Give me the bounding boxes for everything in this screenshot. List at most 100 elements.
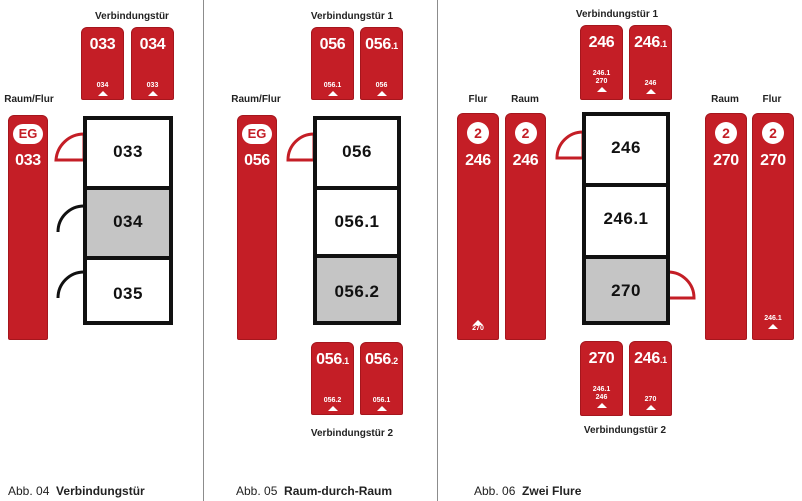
floor-badge: 2 bbox=[762, 122, 784, 144]
foot-text-2: 246 bbox=[595, 394, 608, 401]
arrow-up-icon bbox=[376, 91, 387, 96]
arrow-up-icon bbox=[473, 320, 483, 325]
caption-title: Zwei Flure bbox=[522, 484, 582, 498]
arrow-up-icon bbox=[645, 89, 656, 94]
caption-p3: Abb. 06 Zwei Flure bbox=[474, 484, 581, 498]
room-056-1: 056.1 bbox=[313, 186, 401, 258]
room-056-2: 056.2 bbox=[313, 254, 401, 325]
sign-foot: 246 bbox=[630, 80, 671, 94]
room-number: 056.1 bbox=[334, 212, 380, 231]
caption-prefix: Abb. 04 bbox=[8, 484, 50, 498]
foot-text: 056 bbox=[375, 82, 388, 89]
foot-text: 246.1 bbox=[764, 315, 782, 322]
floor-badge: 2 bbox=[514, 122, 537, 144]
sign-number: 033 bbox=[89, 36, 116, 53]
room-number: 246.1 bbox=[603, 209, 649, 228]
sign-foot: 270 bbox=[458, 319, 498, 333]
room-number: 035 bbox=[113, 284, 143, 303]
arrow-up-icon bbox=[147, 91, 158, 96]
foot-text: 246.1 bbox=[592, 70, 611, 77]
room-033: 033 bbox=[83, 116, 173, 190]
sign-number: 246 bbox=[512, 152, 539, 169]
bottom-sign-p2-a: 056.1 056.2 bbox=[311, 342, 354, 415]
floor-badge: 2 bbox=[467, 122, 489, 144]
room-number: 246 bbox=[611, 138, 641, 157]
arrow-up-icon bbox=[327, 406, 338, 411]
panel-separator-2 bbox=[437, 0, 438, 501]
sign-number: 056 bbox=[244, 152, 270, 169]
sign-number: 270 bbox=[588, 350, 615, 367]
bottom-label-p2: Verbindungstür 2 bbox=[310, 428, 394, 439]
right-label-p3-b: Flur bbox=[762, 94, 782, 105]
arrow-up-icon bbox=[596, 403, 607, 408]
sign-number: 056.1 bbox=[312, 351, 353, 370]
room-number: 034 bbox=[113, 212, 143, 231]
room-056: 056 bbox=[313, 116, 401, 190]
foot-text: 246.1 bbox=[592, 386, 611, 393]
door-033-corridor bbox=[54, 132, 86, 162]
top-sign-p1-a: 033 034 bbox=[81, 27, 124, 100]
foot-text: 034 bbox=[96, 82, 109, 89]
sign-number: 270 bbox=[760, 152, 786, 169]
left-sign-p3-flur: 2 246 270 bbox=[457, 113, 499, 340]
sign-number: 246 bbox=[465, 152, 491, 169]
number-suffix: .1 bbox=[659, 39, 667, 49]
room-number: 033 bbox=[113, 142, 143, 161]
bottom-sign-p2-b: 056.2 056.1 bbox=[360, 342, 403, 415]
foot-text: 270 bbox=[472, 325, 484, 332]
foot-text: 056.2 bbox=[323, 397, 342, 404]
room-246: 246 bbox=[582, 112, 670, 187]
arrow-up-icon bbox=[768, 324, 778, 329]
number-main: 246 bbox=[634, 34, 660, 51]
top-label-p3: Verbindungstür 1 bbox=[575, 9, 659, 20]
sign-foot: 056 bbox=[361, 82, 402, 96]
arrow-up-icon bbox=[645, 405, 656, 410]
number-main: 056 bbox=[316, 351, 342, 368]
side-sign-p2: EG 056 bbox=[237, 115, 277, 340]
sign-number: 270 bbox=[713, 152, 739, 169]
left-label-p3-a: Flur bbox=[468, 94, 488, 105]
sign-number: 246 bbox=[588, 34, 615, 51]
caption-prefix: Abb. 05 bbox=[236, 484, 278, 498]
side-label-p2: Raum/Flur bbox=[231, 94, 281, 105]
sign-number: 246.1 bbox=[630, 34, 671, 53]
top-label-p2: Verbindungstür 1 bbox=[310, 11, 394, 22]
door-034-corridor bbox=[56, 204, 85, 233]
top-sign-p3-b: 246.1 246 bbox=[629, 25, 672, 100]
room-034: 034 bbox=[83, 186, 173, 260]
foot-text-2: 270 bbox=[595, 78, 608, 85]
foot-text: 270 bbox=[644, 396, 657, 403]
sign-number: 056 bbox=[319, 36, 346, 53]
sign-number: 033 bbox=[15, 152, 41, 169]
panel-separator-1 bbox=[203, 0, 204, 501]
sign-foot: 056.1 bbox=[312, 82, 353, 96]
sign-foot: 056.2 bbox=[312, 397, 353, 411]
right-label-p3-a: Raum bbox=[711, 94, 739, 105]
caption-p2: Abb. 05 Raum-durch-Raum bbox=[236, 484, 392, 498]
bottom-label-p3: Verbindungstür 2 bbox=[583, 425, 667, 436]
number-suffix: .1 bbox=[659, 355, 667, 365]
number-main: 246 bbox=[634, 350, 660, 367]
top-sign-p2-a: 056 056.1 bbox=[311, 27, 354, 100]
left-sign-p3-raum: 2 246 bbox=[505, 113, 546, 340]
arrow-up-icon bbox=[97, 91, 108, 96]
foot-text: 033 bbox=[146, 82, 159, 89]
foot-text: 056.1 bbox=[372, 397, 391, 404]
sign-foot: 056.1 bbox=[361, 397, 402, 411]
room-number: 270 bbox=[611, 281, 641, 300]
sign-number: 056.2 bbox=[361, 351, 402, 370]
left-label-p3-b: Raum bbox=[511, 94, 539, 105]
foot-text: 056.1 bbox=[323, 82, 342, 89]
side-label-p1: Raum/Flur bbox=[4, 94, 54, 105]
arrow-up-icon bbox=[376, 406, 387, 411]
right-sign-p3-raum: 2 270 bbox=[705, 113, 747, 340]
room-number: 056.2 bbox=[334, 282, 380, 301]
sign-number: 056.1 bbox=[361, 36, 402, 55]
door-246-corridor bbox=[555, 130, 585, 160]
sign-number: 034 bbox=[139, 36, 166, 53]
door-056-corridor bbox=[286, 132, 316, 162]
top-sign-p2-b: 056.1 056 bbox=[360, 27, 403, 100]
